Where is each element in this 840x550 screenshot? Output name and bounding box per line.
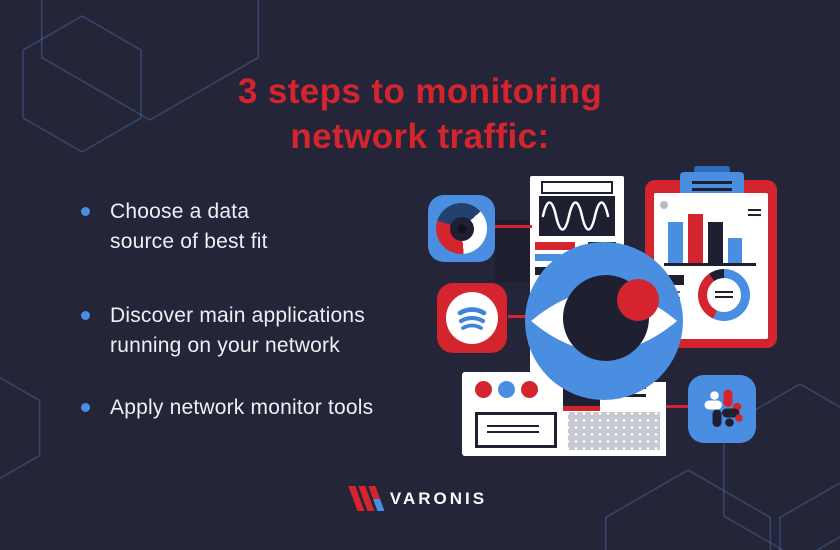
step-text-line: Discover main applications [110,304,365,327]
step-text: Choose a data source of best fit [110,197,268,257]
red-bar [563,406,600,411]
red-bar [535,242,575,250]
donut-chart-icon [698,269,750,321]
chrome-hub [449,216,474,241]
dark-block [660,275,684,285]
clipboard-sheet [654,193,768,339]
text-line [487,431,539,433]
spotify-icon [437,283,507,353]
clipboard-report [645,166,777,348]
connector-line [658,405,690,408]
text-line [748,214,761,216]
blue-bar [535,254,561,261]
varonis-logo: VARONIS [348,486,488,511]
window-dot [521,381,538,398]
step-text: Apply network monitor tools [110,393,373,423]
slack-icon [688,375,756,443]
clip-line [692,188,732,191]
step-text-line: running on your network [110,334,340,357]
slack-logo-icon [704,389,743,427]
bar-chart-bar [668,222,683,263]
bar-chart-axis [664,263,756,266]
keyboard [568,412,660,450]
spotify-circle [446,292,498,344]
bar-chart-bar [688,214,703,263]
step-text-line: Choose a data [110,200,250,223]
gray-dot [660,201,668,209]
monitor-shadow-panel [495,220,533,282]
bar-chart-bar [728,238,742,263]
step-text-line: source of best fit [110,230,268,253]
content-box [475,412,557,448]
donut-hole [707,278,741,312]
step-item-discover-applications: Discover main applications running on yo… [75,301,365,361]
text-line [748,209,761,211]
spotify-waves-icon [457,307,487,330]
step-item-apply-monitor-tools: Apply network monitor tools [75,393,373,423]
step-text: Discover main applications running on yo… [110,301,365,361]
title-line-2: network traffic: [290,117,550,157]
window-dot [475,381,492,398]
window-dot [498,381,515,398]
clip-line [692,181,732,184]
bullet-dot-icon [81,311,90,320]
text-line [715,291,733,293]
eye-graphic [525,242,683,400]
text-line [715,296,733,298]
chrome-disc [436,203,487,254]
bullet-dot-icon [81,207,90,216]
chrome-browser-icon [428,195,495,262]
panel-titlebar [541,181,613,194]
network-monitor-eye-icon [525,242,683,400]
brand-name: VARONIS [389,488,488,508]
title-line-1: 3 steps to monitoring [237,72,603,112]
text-line [487,425,539,427]
bar-chart-bar [708,222,723,263]
oscilloscope-screen [539,196,615,236]
connector-line [508,315,536,318]
page-title: 3 steps to monitoring network traffic: [0,69,840,159]
bullet-dot-icon [81,403,90,412]
network-monitoring-illustration [420,150,788,462]
step-text-line: Apply network monitor tools [110,396,374,419]
varonis-logo-icon [348,486,385,511]
step-item-choose-data-source: Choose a data source of best fit [75,197,268,257]
connector-line [495,225,532,228]
sine-wave-icon [541,201,610,231]
